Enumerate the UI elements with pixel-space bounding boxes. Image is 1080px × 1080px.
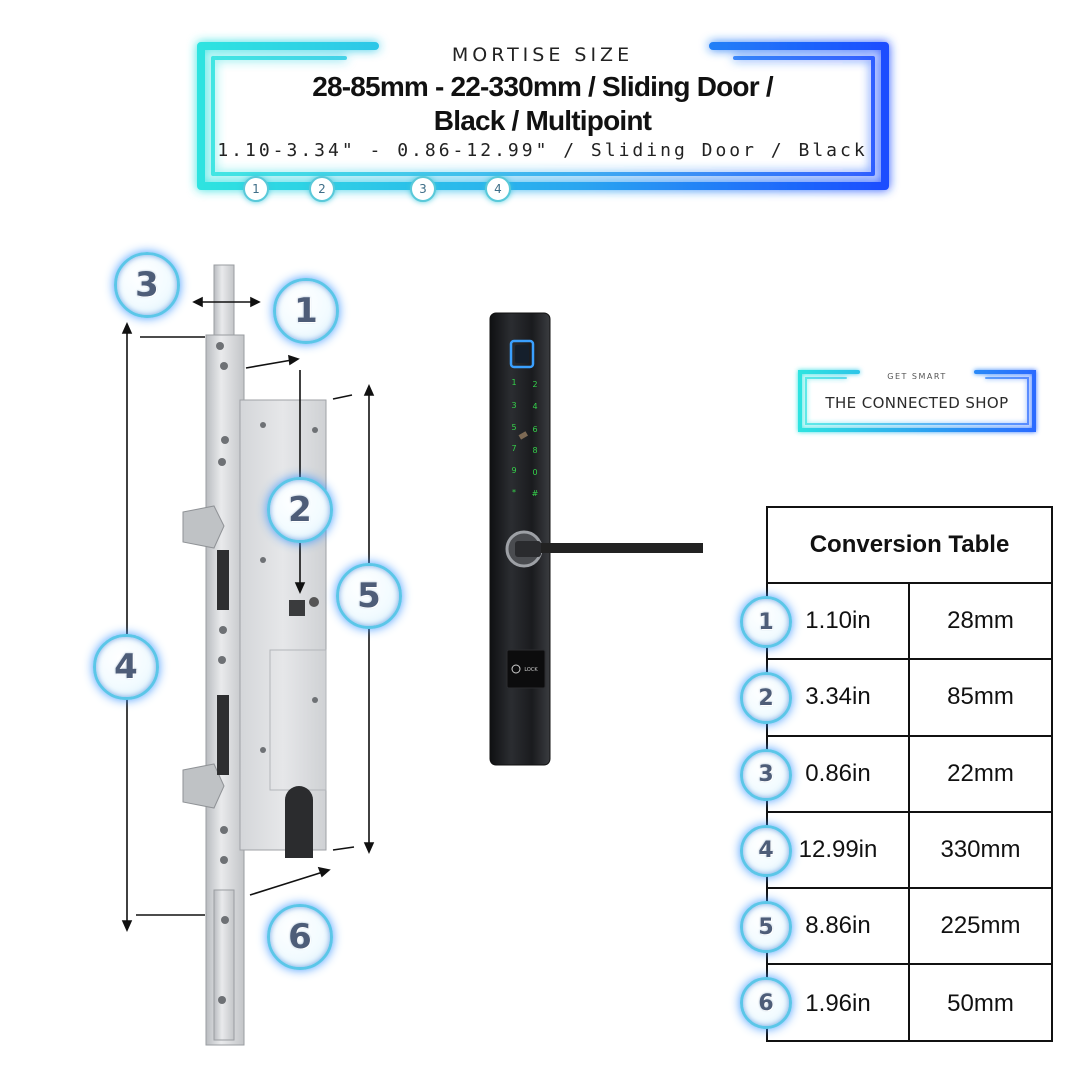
conversion-table-title: Conversion Table xyxy=(768,508,1051,584)
table-row: 6 1.96in 50mm xyxy=(740,965,1051,1042)
svg-text:2: 2 xyxy=(532,380,537,389)
svg-text:#: # xyxy=(532,489,539,498)
svg-text:4: 4 xyxy=(532,402,537,411)
header-step-markers: 1 2 3 4 xyxy=(195,176,890,202)
svg-text:5: 5 xyxy=(511,423,516,432)
inch-value: 1.96in xyxy=(768,965,910,1042)
mm-value: 28mm xyxy=(947,607,1014,635)
svg-text:9: 9 xyxy=(511,466,516,475)
mortise-lock-illustration xyxy=(121,264,375,1046)
logo-name: THE CONNECTED SHOP xyxy=(825,394,1009,412)
inch-value: 8.86in xyxy=(768,889,910,964)
header-title: 28-85mm - 22-330mm / Sliding Door / Blac… xyxy=(195,70,890,138)
dimension-badge-3: 3 xyxy=(114,252,180,318)
mortise-lock-diagram: 3 1 2 5 4 6 xyxy=(0,230,420,1080)
smart-lock-handle: 1 2 3 4 5 6 7 8 9 0 * # LOCK xyxy=(485,305,715,775)
header-title-line2: Black / Multipoint xyxy=(433,105,652,136)
table-row: 3 0.86in 22mm xyxy=(740,736,1051,813)
table-row: 1 1.10in 28mm xyxy=(740,584,1051,661)
svg-text:6: 6 xyxy=(532,425,537,434)
mm-value: 22mm xyxy=(947,759,1014,787)
mm-value: 330mm xyxy=(940,836,1021,864)
inch-value: 3.34in xyxy=(768,660,910,735)
dimension-badge-6: 6 xyxy=(267,904,333,970)
svg-text:0: 0 xyxy=(532,468,537,477)
dimension-badge-2: 2 xyxy=(267,477,333,543)
row-number-badge: 5 xyxy=(740,901,792,954)
mm-value: 50mm xyxy=(947,989,1014,1017)
lever-handle xyxy=(531,543,703,553)
dimension-badge-5: 5 xyxy=(336,563,402,629)
row-number-badge: 3 xyxy=(740,748,792,801)
mm-value: 225mm xyxy=(940,912,1021,940)
table-row: 2 3.34in 85mm xyxy=(740,660,1051,737)
lock-button xyxy=(506,649,546,689)
smart-lock-handle-illustration: 1 2 3 4 5 6 7 8 9 0 * # LOCK xyxy=(489,312,703,766)
lock-icon xyxy=(511,664,521,674)
lock-case xyxy=(239,399,327,851)
keypad-digits: 1 2 3 4 5 6 7 8 9 0 * # xyxy=(511,378,538,498)
row-number-badge: 1 xyxy=(740,596,792,648)
row-number-badge: 2 xyxy=(740,672,792,725)
mm-value: 85mm xyxy=(947,683,1014,711)
lock-button-label: LOCK xyxy=(524,667,538,673)
logo-tagline: GET SMART xyxy=(887,372,947,381)
row-number-badge: 6 xyxy=(740,977,792,1030)
inch-value: 0.86in xyxy=(768,736,910,811)
step-marker-4: 4 xyxy=(485,176,511,202)
dimension-badge-4: 4 xyxy=(93,634,159,700)
svg-text:7: 7 xyxy=(511,444,516,453)
conversion-table: Conversion Table 1 1.10in 28mm 2 3.34in … xyxy=(740,506,1053,1042)
svg-text:8: 8 xyxy=(532,446,537,455)
header-neon-frame xyxy=(197,42,889,190)
row-number-badge: 4 xyxy=(740,824,792,877)
inch-value: 1.10in xyxy=(768,584,910,659)
table-row: 4 12.99in 330mm xyxy=(740,812,1051,890)
svg-text:3: 3 xyxy=(511,401,516,410)
svg-text:1: 1 xyxy=(511,378,516,387)
step-marker-2: 2 xyxy=(309,176,335,202)
table-row: 5 8.86in 225mm xyxy=(740,889,1051,966)
header-title-line1: 28-85mm - 22-330mm / Sliding Door / xyxy=(312,71,773,102)
header-imperial-line: 1.10-3.34" - 0.86-12.99" / Sliding Door … xyxy=(217,140,868,161)
logo-neon-frame xyxy=(798,370,1036,432)
step-marker-1: 1 xyxy=(243,176,269,202)
inch-value: 12.99in xyxy=(768,812,910,888)
svg-text:*: * xyxy=(512,488,516,497)
header-panel: MORTISE SIZE 28-85mm - 22-330mm / Slidin… xyxy=(195,40,890,202)
brand-logo: GET SMART THE CONNECTED SHOP xyxy=(796,368,1038,434)
dimension-badge-1: 1 xyxy=(273,278,339,344)
fingerprint-sensor-icon xyxy=(509,339,535,369)
step-marker-3: 3 xyxy=(410,176,436,202)
header-subtitle: MORTISE SIZE xyxy=(451,44,634,66)
